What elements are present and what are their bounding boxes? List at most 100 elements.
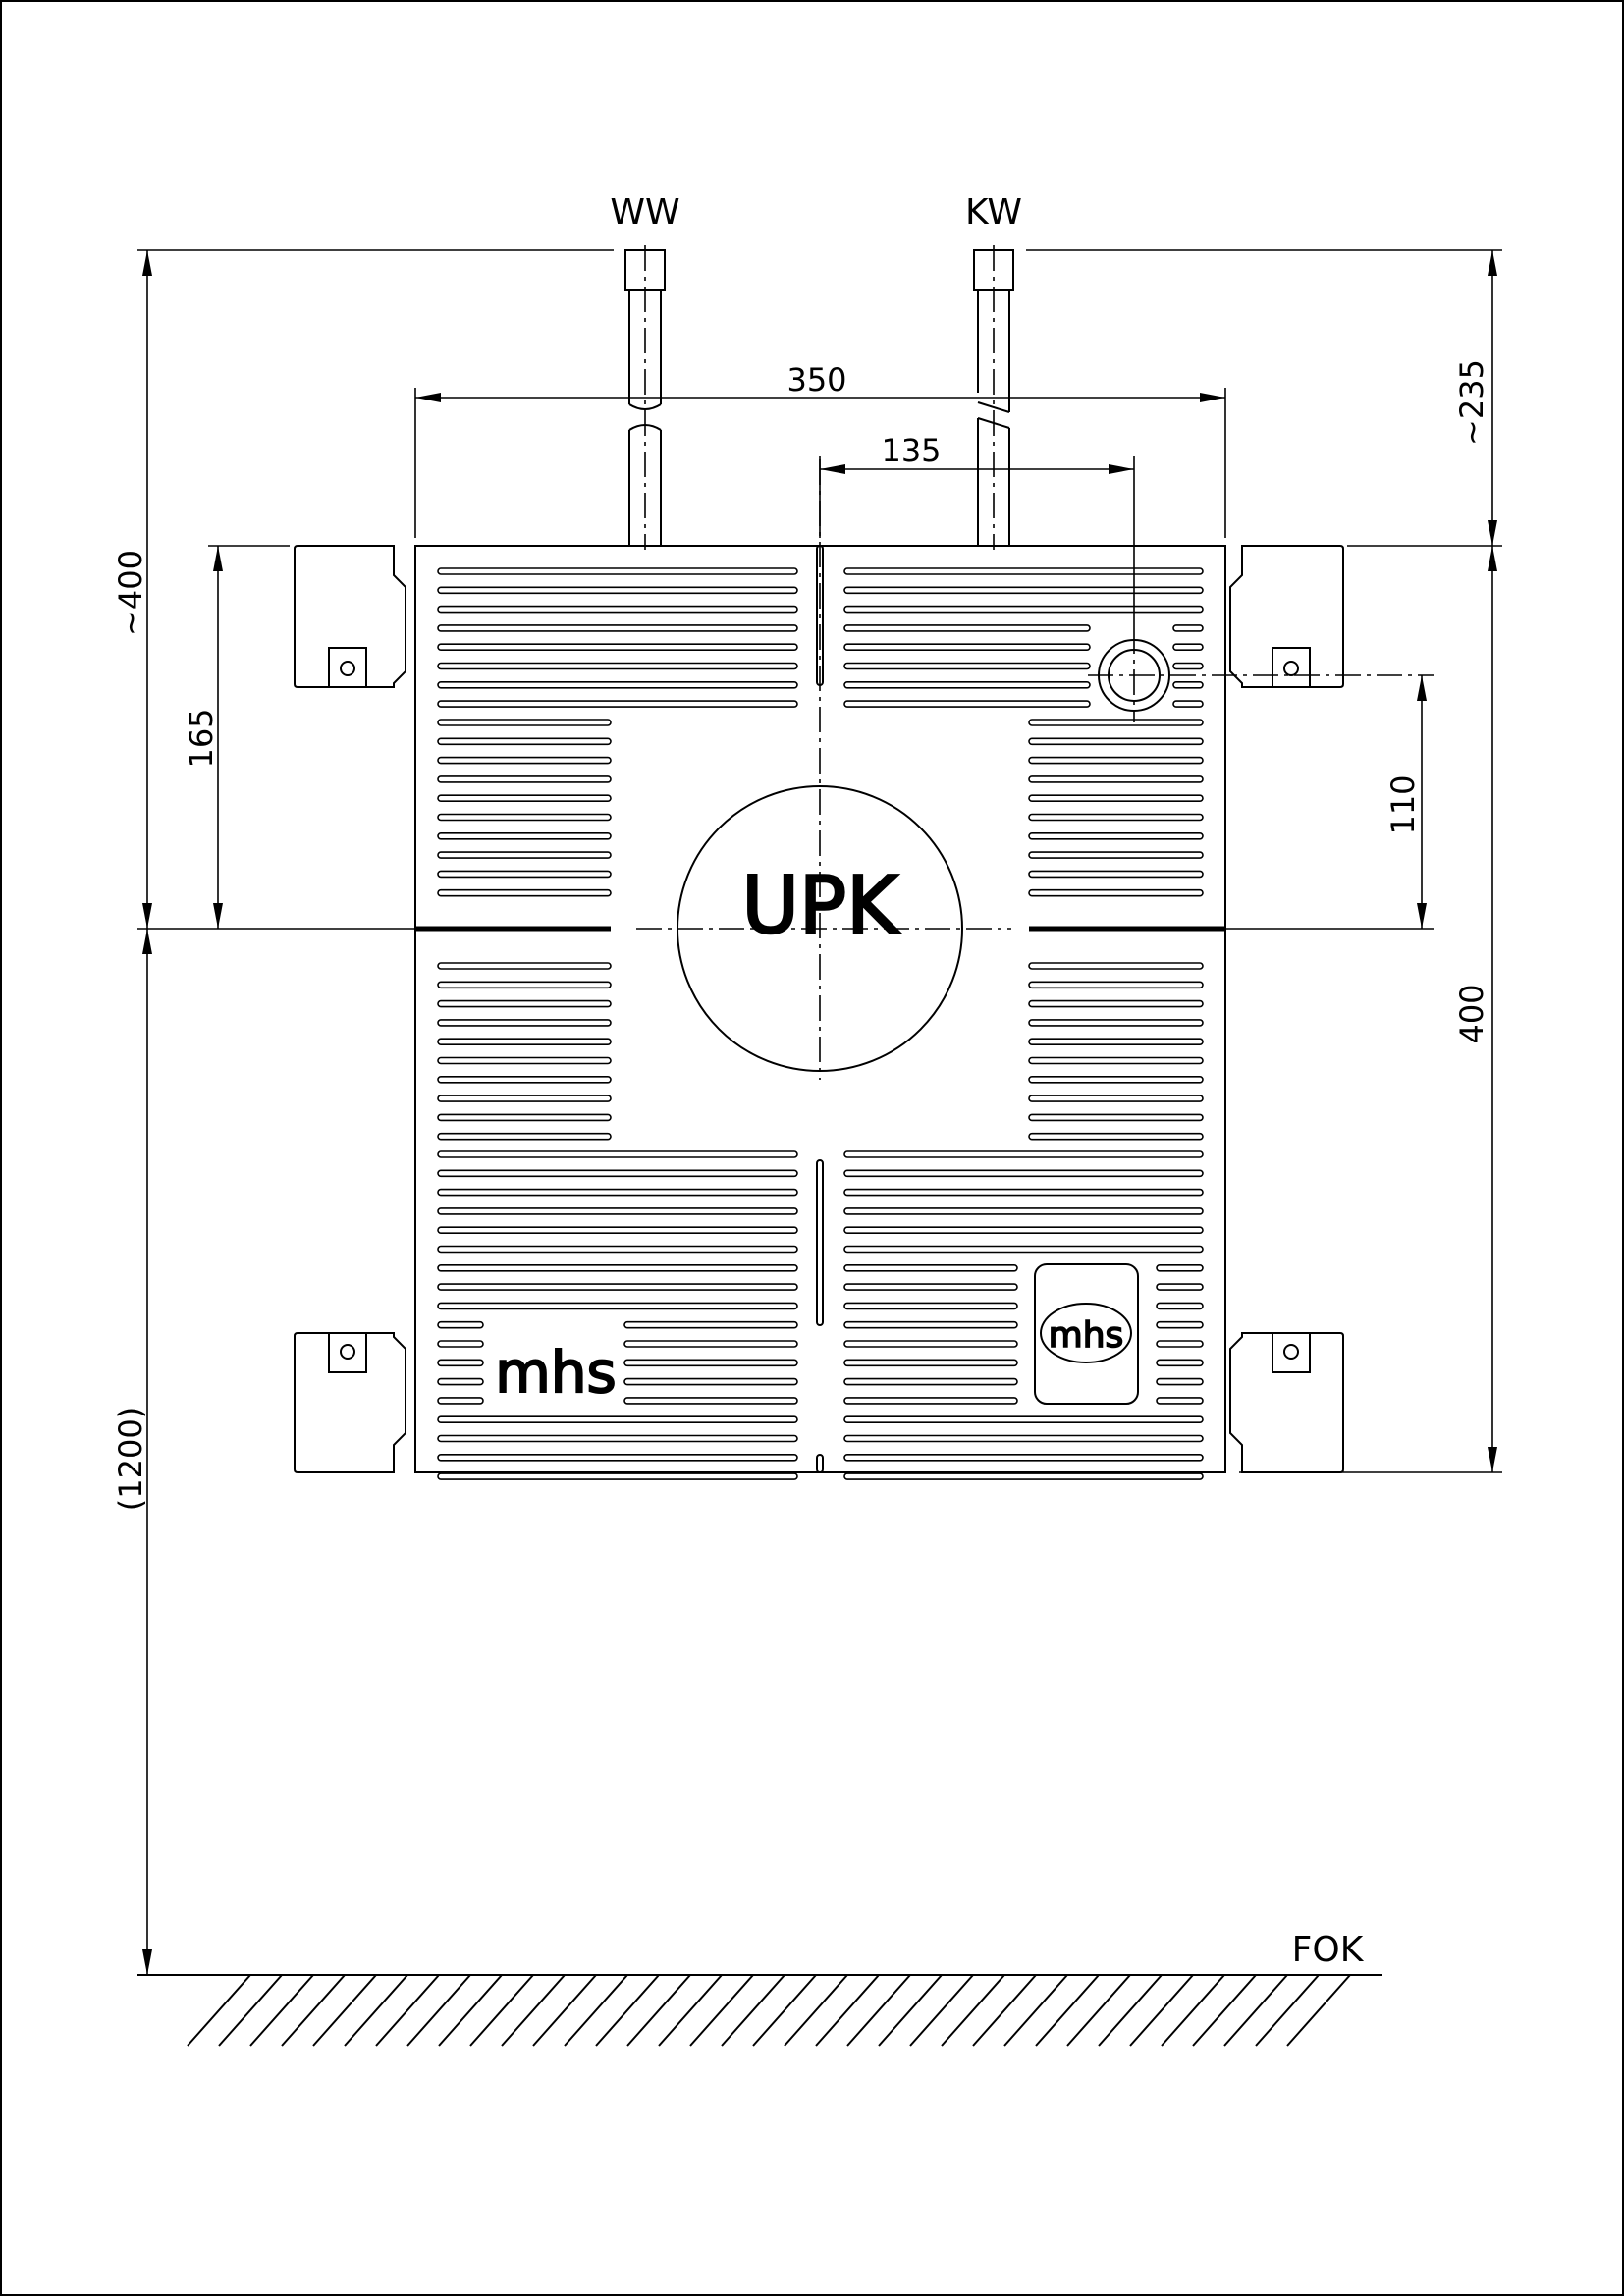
slot: [1028, 962, 1204, 970]
hatch-line: [909, 1974, 974, 2047]
slot: [437, 1245, 798, 1254]
slot: [437, 719, 612, 726]
slot: [843, 1320, 1018, 1329]
slot: [1172, 700, 1204, 708]
dim-235: ~235: [1453, 250, 1497, 546]
slot: [623, 1397, 798, 1405]
slot: [1028, 870, 1204, 879]
slot: [623, 1340, 798, 1348]
hatch-line: [312, 1974, 377, 2047]
slot: [437, 1377, 484, 1386]
slot: [437, 962, 612, 970]
slot: [437, 831, 612, 840]
slot: [437, 1226, 798, 1234]
slot: [843, 1415, 1204, 1423]
slot: [1028, 775, 1204, 783]
slot: [843, 624, 1091, 632]
slot: [843, 1377, 1018, 1386]
divider-foot: [816, 1454, 824, 1473]
slot: [437, 1434, 798, 1443]
slot: [1172, 643, 1204, 652]
slot: [437, 1283, 798, 1291]
dim-400-text: 400: [1453, 984, 1490, 1043]
slot: [437, 1454, 798, 1462]
slot: [437, 700, 798, 708]
slot: [1028, 1132, 1204, 1141]
floor-line: [137, 1974, 1382, 2047]
slot: [1172, 624, 1204, 632]
hatch-line: [438, 1974, 503, 2047]
slot: [437, 680, 798, 689]
hatch-line: [721, 1974, 785, 2047]
slot: [437, 1397, 484, 1405]
slot: [843, 1207, 1204, 1215]
slot: [1028, 1113, 1204, 1122]
slot: [623, 1320, 798, 1329]
slot: [437, 1207, 798, 1215]
slot: [1172, 680, 1204, 689]
slot: [843, 1359, 1018, 1367]
slot: [437, 851, 612, 859]
slot: [437, 1320, 484, 1329]
slot: [437, 624, 798, 632]
dim-400-approx-text: ~400: [112, 550, 149, 636]
slot: [1028, 794, 1204, 803]
hatch-line: [249, 1974, 314, 2047]
slot: [843, 586, 1204, 595]
label-ww: WW: [610, 192, 679, 233]
hatch-line: [1098, 1974, 1163, 2047]
slot: [437, 794, 612, 803]
dim-400: 400: [1453, 546, 1497, 1472]
slot: [843, 1302, 1018, 1310]
slot: [1156, 1264, 1204, 1272]
hatch-line: [187, 1974, 251, 2047]
hatch-line: [658, 1974, 723, 2047]
mhs-logo-left: mhs: [495, 1339, 616, 1406]
slot: [843, 1472, 1204, 1480]
slot: [1028, 737, 1204, 746]
slot: [843, 605, 1204, 614]
slot: [437, 1056, 612, 1065]
slot: [1028, 719, 1204, 726]
slot: [437, 737, 612, 746]
slot: [437, 1472, 798, 1480]
pipe-warm-water: [624, 245, 666, 550]
hatch-line: [626, 1974, 691, 2047]
dim-400-approx: ~400: [112, 250, 152, 929]
hatch-line: [1161, 1974, 1225, 2047]
upk-label: UPK: [741, 860, 900, 951]
hatch-line: [1223, 1974, 1288, 2047]
hatch-line: [564, 1974, 628, 2047]
slot: [623, 1359, 798, 1367]
slot: [843, 1264, 1018, 1272]
dim-110-text: 110: [1384, 774, 1422, 834]
slot: [623, 1377, 798, 1386]
hatch-line: [689, 1974, 754, 2047]
bracket-top-left: [294, 545, 406, 688]
hatch-line: [846, 1974, 911, 2047]
hatch-line: [815, 1974, 880, 2047]
dim-165-text: 165: [183, 708, 220, 768]
dim-350-text: 350: [786, 361, 846, 399]
mhs-logo-right: mhs: [1049, 1315, 1124, 1356]
dim-1200: (1200): [112, 929, 152, 1975]
slot: [1156, 1397, 1204, 1405]
dim-135-text: 135: [881, 432, 941, 469]
slot: [1028, 1038, 1204, 1045]
dim-350: 350: [415, 361, 1225, 402]
slot: [437, 605, 798, 614]
slot: [843, 1150, 1204, 1158]
slot: [843, 1397, 1018, 1405]
hatch-line: [218, 1974, 283, 2047]
ventilation-slots: [437, 567, 1204, 1480]
mhs-logo-badge: mhs: [1034, 1263, 1139, 1405]
slot: [1028, 1095, 1204, 1102]
slot: [437, 1415, 798, 1423]
slot: [1156, 1359, 1204, 1367]
slot: [1028, 888, 1204, 897]
slot: [437, 870, 612, 879]
slot: [1156, 1340, 1204, 1348]
slot: [843, 567, 1204, 575]
slot: [1028, 981, 1204, 989]
slot: [1156, 1302, 1204, 1310]
